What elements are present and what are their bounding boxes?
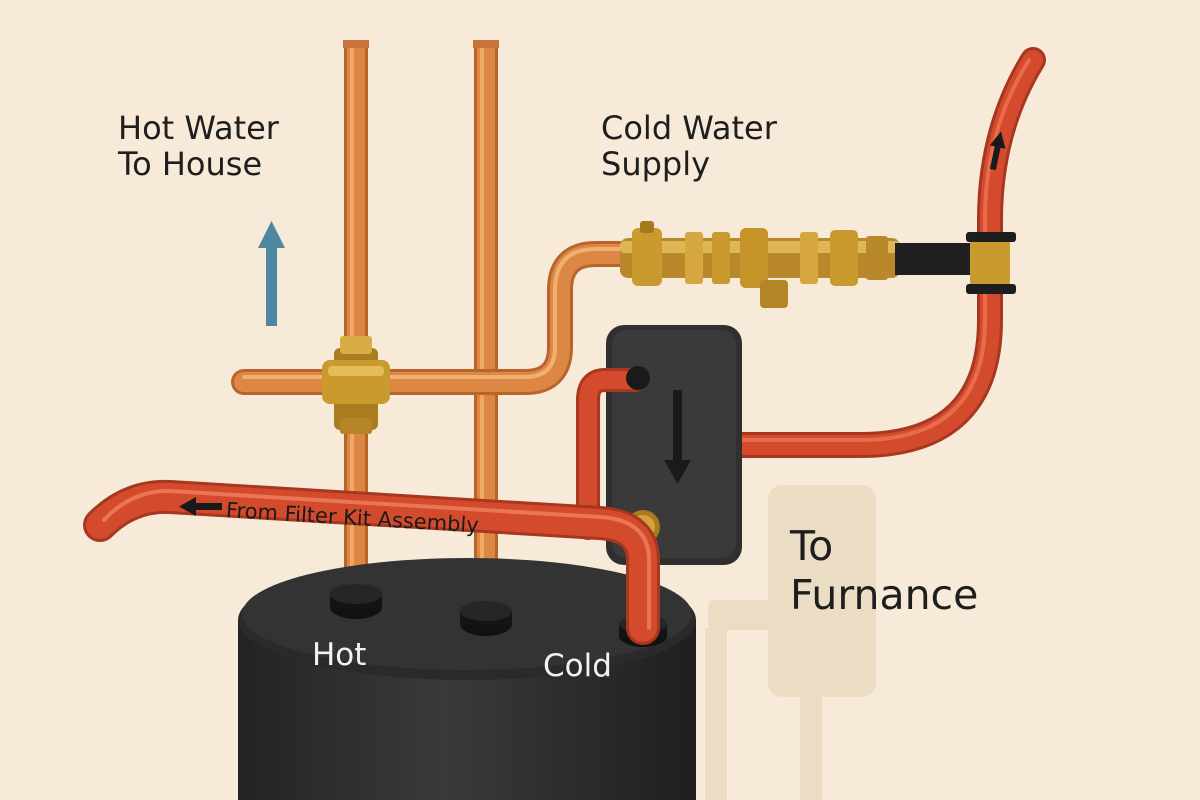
- label-line: Cold Water: [601, 109, 777, 147]
- to-furnace-label: To Furnance: [790, 522, 978, 620]
- ghost-outline: [705, 485, 876, 800]
- brass-tee-fitting: [322, 336, 390, 434]
- cold-water-supply-label: Cold Water Supply: [601, 110, 777, 183]
- up-arrow-icon: [258, 221, 285, 326]
- red-pex-filter-line: [83, 479, 660, 645]
- red-pex-supply-line: [723, 47, 1046, 458]
- box-port-top: [626, 366, 650, 390]
- left-arrow-icon: [179, 497, 222, 516]
- down-arrow-icon: [664, 390, 691, 484]
- label-line: Hot Water: [118, 109, 279, 147]
- label-line: Supply: [601, 145, 711, 184]
- hot-outlet-label: Hot: [312, 637, 367, 673]
- hot-water-to-house-label: Hot Water To House: [118, 110, 279, 183]
- label-line: To House: [118, 145, 263, 184]
- cold-inlet-label: Cold: [543, 648, 612, 684]
- red-pex-box-loop: [576, 368, 647, 540]
- label-line: Furnance: [790, 571, 979, 620]
- brass-valve-assembly: [620, 221, 900, 308]
- brass-tee-red-line: [966, 232, 1016, 294]
- label-line: To: [790, 522, 834, 570]
- copper-crossover-pipe: [231, 241, 653, 395]
- up-arrow-icon: [989, 131, 1006, 171]
